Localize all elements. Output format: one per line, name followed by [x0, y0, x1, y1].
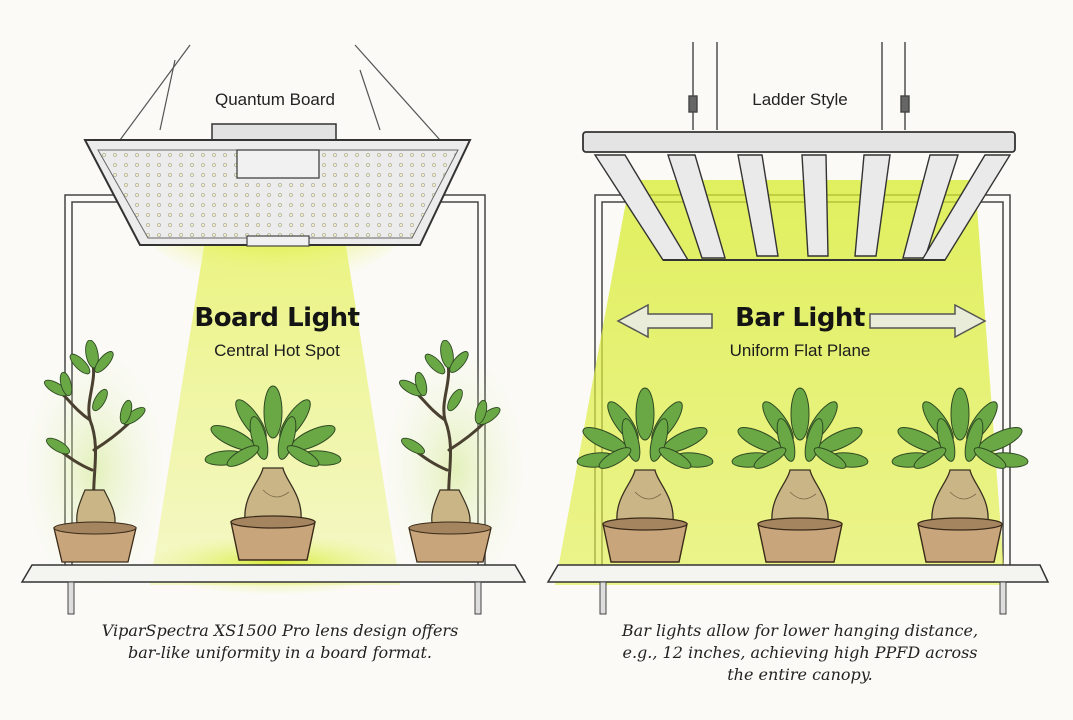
- left-caption: ViparSpectra XS1500 Pro lens design offe…: [60, 620, 500, 664]
- right-caption-line-1: Bar lights allow for lower hanging dista…: [580, 620, 1020, 642]
- right-caption-line-2: e.g., 12 inches, achieving high PPFD acr…: [580, 642, 1020, 664]
- right-shelf: [548, 565, 1048, 614]
- right-plants: [576, 388, 1028, 562]
- ladder-style-label: Ladder Style: [700, 90, 900, 110]
- bar-light-headline: Bar Light: [690, 303, 910, 333]
- board-light-headline: Board Light: [157, 303, 397, 333]
- quantum-board-fixture: [85, 124, 470, 246]
- quantum-board-label: Quantum Board: [175, 90, 375, 110]
- central-hot-spot-subline: Central Hot Spot: [157, 341, 397, 361]
- uniform-flat-plane-subline: Uniform Flat Plane: [670, 341, 930, 361]
- right-hanging-cables: [689, 42, 909, 130]
- right-caption-line-3: the entire canopy.: [580, 664, 1020, 686]
- left-caption-line-2: bar-like uniformity in a board format.: [60, 642, 500, 664]
- left-caption-line-1: ViparSpectra XS1500 Pro lens design offe…: [60, 620, 500, 642]
- right-caption: Bar lights allow for lower hanging dista…: [580, 620, 1020, 686]
